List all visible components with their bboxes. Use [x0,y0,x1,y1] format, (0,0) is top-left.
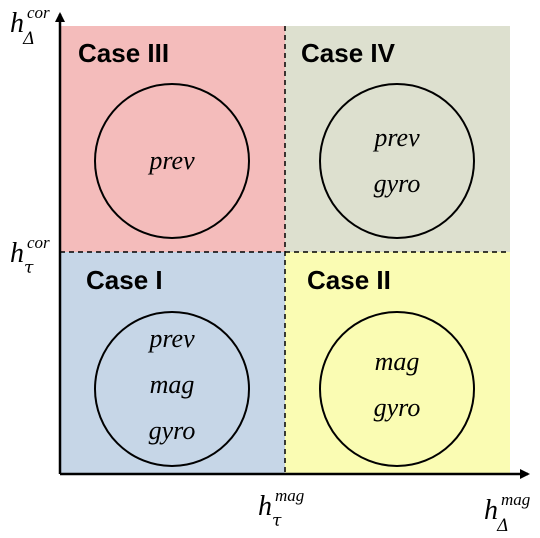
case1-item-gyro: gyro [149,416,196,445]
y-top-sub: Δ [22,29,35,49]
case4-item-gyro: gyro [374,169,421,198]
x-right-sub: Δ [496,516,509,536]
x-mid-sub: τ [272,511,282,531]
x-mid-base: h [258,491,272,522]
x-right-sup: mag [501,490,530,509]
x-axis-label-right: h mag Δ [484,490,530,536]
case3-item-prev: prev [147,146,195,175]
y-top-base: h [10,8,24,39]
case2-item-mag: mag [375,347,420,376]
case4-circle [319,83,475,239]
case1-item-mag: mag [150,370,195,399]
x-mid-sup: mag [275,486,304,505]
case1-item-prev: prev [147,324,195,353]
y-mid-sup: cor [27,233,50,252]
case2-item-gyro: gyro [374,393,421,422]
case2-label: Case II [307,265,391,295]
case2-circle [319,311,475,467]
y-axis-label-mid: h cor τ [10,233,50,278]
quadrant-case2 [285,252,510,474]
case4-item-prev: prev [372,123,420,152]
quadrant-case1 [60,252,285,474]
y-axis-label-top: h cor Δ [10,3,50,49]
x-axis-label-mid: h mag τ [258,486,304,531]
case1-label: Case I [86,265,163,295]
case3-label: Case III [78,38,169,68]
case1-circle [94,311,250,467]
case4-label: Case IV [301,38,396,68]
y-mid-sub: τ [24,258,34,278]
x-right-base: h [484,495,498,526]
case3-circle [94,83,250,239]
y-mid-base: h [10,238,24,269]
y-top-sup: cor [27,3,50,22]
